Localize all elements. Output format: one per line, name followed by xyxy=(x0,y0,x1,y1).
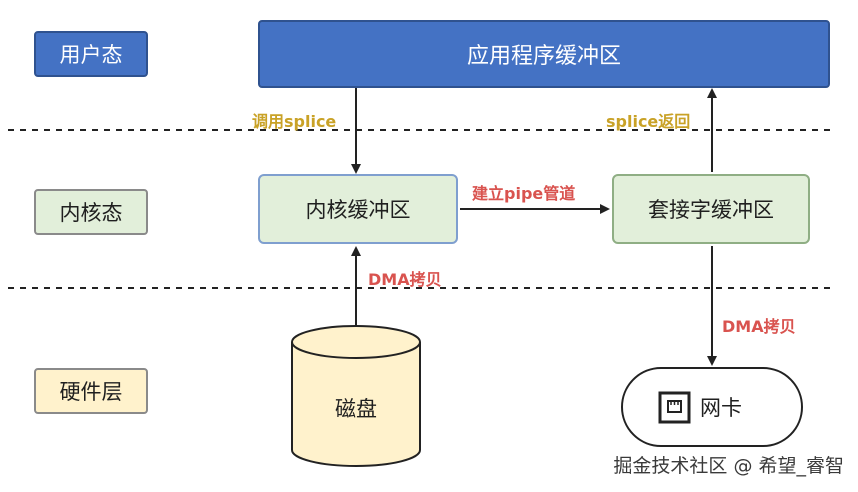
socket-buffer-box: 套接字缓冲区 xyxy=(612,174,810,244)
kernel-buffer-box: 内核缓冲区 xyxy=(258,174,458,244)
disk-cylinder xyxy=(291,325,421,467)
nic-pill xyxy=(621,367,803,447)
layer-label-kernel: 内核态 xyxy=(34,189,148,235)
app-buffer-box: 应用程序缓冲区 xyxy=(258,20,830,88)
layer-label-user: 用户态 xyxy=(34,31,148,77)
label-dma-copy-right: DMA拷贝 xyxy=(722,317,796,336)
label-call-splice: 调用splice xyxy=(252,112,337,131)
watermark: 掘金技术社区 @ 希望_睿智 xyxy=(613,455,844,477)
label-build-pipe: 建立pipe管道 xyxy=(472,184,576,203)
label-splice-return: splice返回 xyxy=(606,112,691,131)
layer-label-hardware: 硬件层 xyxy=(34,368,148,414)
disk-label: 磁盘 xyxy=(335,397,377,421)
network-card-icon xyxy=(658,391,691,424)
label-dma-copy-left: DMA拷贝 xyxy=(368,270,442,289)
nic-label: 网卡 xyxy=(700,396,742,420)
